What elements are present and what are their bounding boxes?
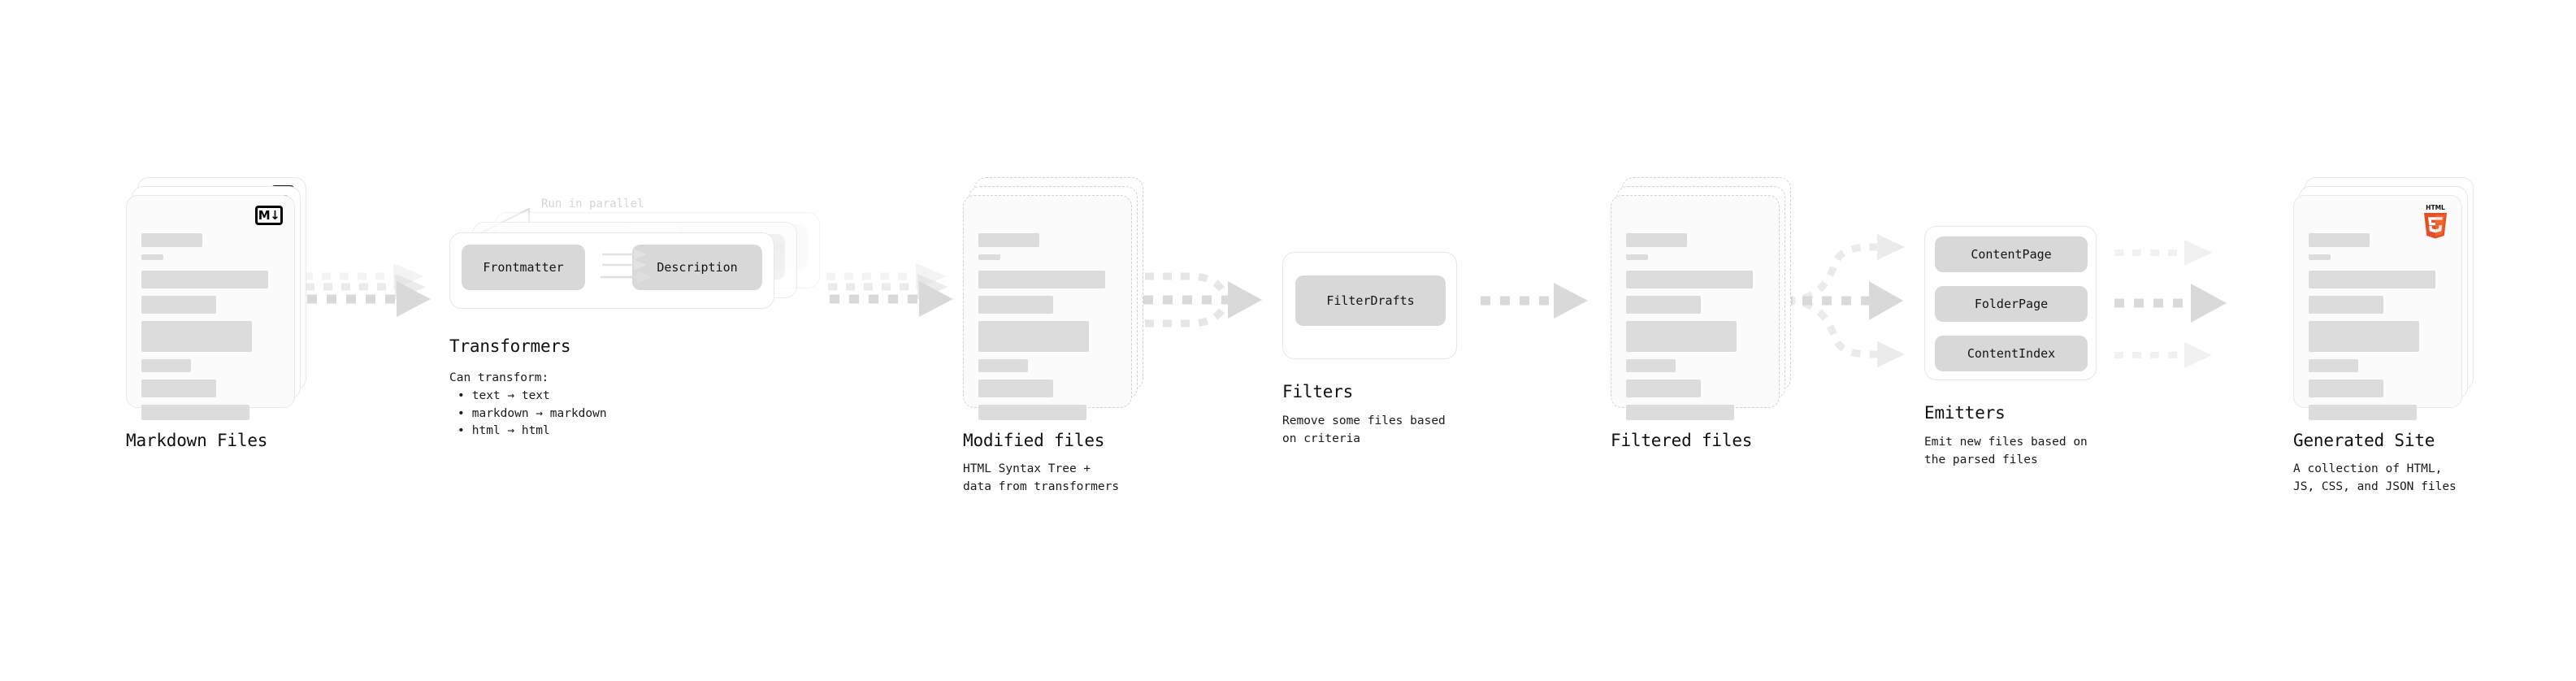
plugin-chip-contentindex[interactable]: ContentIndex — [1935, 336, 2088, 371]
content-bar — [978, 296, 1053, 314]
stage-transformers: Run in parallel Frontmatter Description … — [449, 197, 823, 437]
content-bar — [1626, 359, 1676, 372]
connector-transformers-to-modified — [825, 258, 959, 340]
stage-description-transformers: Can transform: text → text markdown → ma… — [449, 370, 607, 440]
content-bar — [141, 271, 269, 288]
list-item: markdown → markdown — [458, 406, 607, 423]
plugin-chip-description[interactable]: Description — [632, 245, 762, 290]
stage-title-filters: Filters — [1282, 382, 1354, 401]
document-content-placeholder — [978, 233, 1117, 420]
transform-intro: Can transform: — [449, 371, 549, 384]
stage-filtered-files: Filtered files — [1611, 177, 1791, 450]
document-content-placeholder — [2309, 233, 2447, 420]
connector-md-to-transformers — [302, 258, 436, 340]
content-bar — [2309, 254, 2331, 260]
content-bar — [141, 359, 192, 372]
transformer-group-front: Frontmatter Description — [449, 232, 774, 309]
content-bar — [141, 254, 164, 260]
content-bar — [2309, 380, 2383, 397]
content-bar — [1626, 405, 1734, 420]
stage-generated-site: CSS HTML — [2293, 177, 2474, 493]
content-bar — [978, 271, 1106, 288]
content-bar — [2309, 405, 2417, 420]
modified-file-front — [963, 195, 1132, 420]
content-bar — [2309, 271, 2436, 288]
content-bar — [978, 405, 1086, 420]
document-content-placeholder — [141, 233, 280, 420]
content-bar — [1626, 271, 1754, 288]
modified-file-stack — [963, 177, 1143, 420]
filtered-file-front — [1611, 195, 1780, 420]
stage-title-filtered-files: Filtered files — [1611, 431, 1753, 450]
transformer-group-stack: Frontmatter Description Frontmatter Desc… — [449, 199, 823, 309]
content-bar — [978, 254, 1001, 260]
content-bar — [1626, 296, 1701, 314]
stage-title-markdown-files: Markdown Files — [126, 431, 268, 450]
stage-title-generated-site: Generated Site — [2293, 431, 2435, 450]
content-bar — [141, 296, 216, 314]
content-bar — [141, 233, 202, 247]
connector-filtered-to-emitters — [1781, 234, 1915, 374]
markdown-file-front: M↓ — [126, 195, 295, 420]
markdown-file-stack: M↓ M↓ M↓ — [126, 177, 306, 420]
run-in-parallel-label: Run in parallel — [541, 197, 644, 210]
filtered-file-stack — [1611, 177, 1791, 420]
content-bar — [1626, 321, 1737, 352]
stage-description-modified-files: HTML Syntax Tree + data from transformer… — [963, 462, 1120, 493]
stage-modified-files: Modified files HTML Syntax Tree + data f… — [963, 177, 1143, 493]
content-bar — [978, 359, 1029, 372]
filter-group-box: FilterDrafts — [1282, 252, 1457, 359]
content-bar — [2309, 296, 2383, 314]
content-bar — [978, 233, 1039, 247]
stage-title-emitters: Emitters — [1924, 403, 2006, 423]
content-bar — [2309, 359, 2359, 372]
transform-capability-list: text → text markdown → markdown html → h… — [449, 388, 607, 440]
list-item: html → html — [458, 423, 607, 440]
content-bar — [2309, 233, 2370, 247]
content-bar — [1626, 380, 1701, 397]
content-bar — [2309, 321, 2419, 352]
plugin-chip-contentpage[interactable]: ContentPage — [1935, 236, 2088, 272]
content-bar — [1626, 233, 1687, 247]
content-bar — [978, 321, 1089, 352]
content-bar — [141, 380, 216, 397]
stage-description-generated-site: A collection of HTML, JS, CSS, and JSON … — [2293, 462, 2457, 493]
emitter-group-box: ContentPage FolderPage ContentIndex — [1924, 226, 2097, 380]
stage-title-transformers: Transformers — [449, 336, 571, 356]
connector-modified-to-filters — [1142, 258, 1272, 356]
stage-description-emitters: Emit new files based on the parsed files — [1924, 436, 2088, 466]
stage-title-modified-files: Modified files — [963, 431, 1105, 450]
connector-filters-to-filtered — [1479, 283, 1597, 333]
content-bar — [978, 380, 1053, 397]
filter-group-stack: FilterDrafts — [1282, 252, 1457, 359]
emitter-group-stack: ContentPage FolderPage ContentIndex — [1924, 226, 2097, 380]
generated-site-stack: CSS HTML — [2293, 177, 2474, 420]
html5-icon: HTML — [2419, 203, 2452, 239]
stage-description-filters: Remove some files based on criteria — [1282, 414, 1446, 445]
stage-emitters: ContentPage FolderPage ContentIndex Emit… — [1924, 226, 2097, 466]
plugin-chip-folderpage[interactable]: FolderPage — [1935, 286, 2088, 322]
content-bar — [1626, 254, 1649, 260]
connector-emitters-to-site — [2113, 240, 2255, 378]
stage-filters: FilterDrafts Filters Remove some files b… — [1282, 252, 1457, 445]
plugin-chip-filterdrafts[interactable]: FilterDrafts — [1295, 275, 1446, 326]
content-bar — [141, 321, 252, 352]
svg-text:HTML: HTML — [2426, 204, 2445, 211]
stage-markdown-files: M↓ M↓ M↓ Markdown Files — [126, 177, 306, 450]
markdown-icon: M↓ — [255, 206, 283, 225]
content-bar — [141, 405, 249, 420]
plugin-chip-frontmatter[interactable]: Frontmatter — [462, 245, 585, 290]
generated-file-html: HTML — [2293, 195, 2462, 420]
document-content-placeholder — [1626, 233, 1764, 420]
list-item: text → text — [458, 388, 607, 406]
